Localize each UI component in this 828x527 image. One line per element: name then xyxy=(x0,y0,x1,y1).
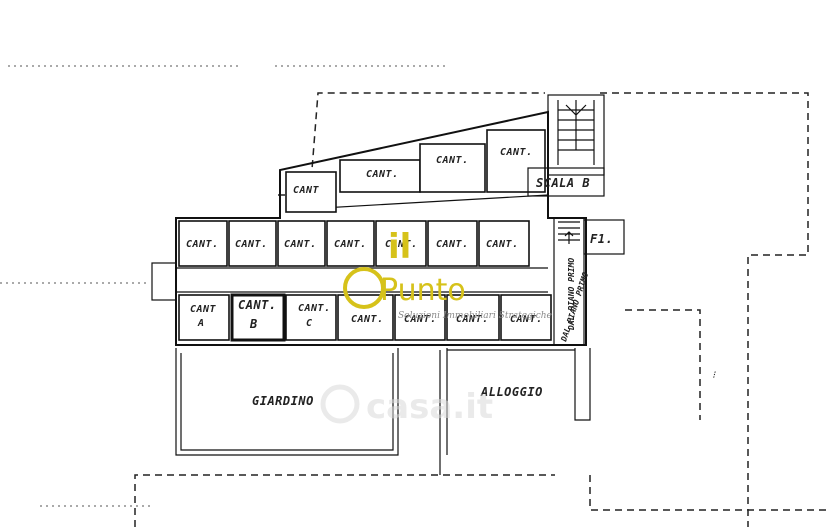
cantina-row2-2-sub: B xyxy=(249,317,258,331)
staircase-b-steps xyxy=(557,100,595,165)
cantina-row1-6-label: CANT. xyxy=(436,239,469,250)
cantina-row2-7-label: CANT. xyxy=(510,314,543,325)
cantina-row2-1-sub: A xyxy=(197,318,205,329)
building-outline xyxy=(175,110,587,346)
cantina-row1-5-label: CANT. xyxy=(385,239,418,250)
cantina-row2-3-sub: C xyxy=(306,318,313,329)
property-boundary-right xyxy=(625,309,701,420)
cantina-row1-7 xyxy=(478,220,530,267)
cantina-row2-7 xyxy=(500,294,552,341)
top-cantine-group: CANT CANT. CANT. CANT. xyxy=(285,129,546,213)
giardino-label: GIARDINO xyxy=(252,394,314,408)
cantina-row2-5 xyxy=(394,294,446,341)
cantina-row2-5-label: CANT. xyxy=(404,314,437,325)
row2-cantine-group: CANT A CANT. B CANT. C CANT. CANT. CANT.… xyxy=(178,293,552,342)
cantina-row1-3 xyxy=(277,220,326,267)
cantina-row2-1 xyxy=(178,294,230,341)
cantina-row2-6-label: CANT. xyxy=(456,314,489,325)
cantina-top-2 xyxy=(339,159,421,193)
cantina-row1-4-label: CANT. xyxy=(334,239,367,250)
cantina-row1-4 xyxy=(326,220,375,267)
logo-main-text: Punto xyxy=(380,273,466,308)
cantina-top-4 xyxy=(486,129,546,193)
staircase-b: SCALA B xyxy=(527,94,605,197)
f1-label: F1. xyxy=(590,232,613,246)
logo-top-text: il xyxy=(388,227,411,267)
left-niche xyxy=(151,262,177,301)
watermark-text: casa.it xyxy=(366,387,493,427)
watermark-icon xyxy=(320,384,360,424)
scan-mark: ⁝ xyxy=(712,370,716,381)
cantina-row2-2 xyxy=(230,293,286,342)
cantina-row1-2 xyxy=(228,220,277,267)
cantina-row2-3-label: CANT. xyxy=(298,303,331,314)
cantina-row1-5 xyxy=(375,220,427,267)
cantina-row1-7-label: CANT. xyxy=(486,239,519,250)
staircase-b-box xyxy=(547,94,605,176)
giardino-outline xyxy=(175,348,399,456)
cantina-row1-1 xyxy=(178,220,228,267)
cantina-top-4-label: CANT. xyxy=(500,147,533,158)
lower-area: GIARDINO ALLOGGIO xyxy=(175,348,591,475)
cantina-top-1 xyxy=(285,171,337,213)
cantina-row1-6 xyxy=(427,220,478,267)
watermark: casa.it xyxy=(320,384,493,427)
property-boundary-bottom xyxy=(134,474,828,527)
cantina-row1-3-label: CANT. xyxy=(284,239,317,250)
stair-strip: DAL PIANO PRIMO DAL PIANO PRIMO xyxy=(553,217,590,346)
cantina-row2-4-label: CANT. xyxy=(351,314,384,325)
cantina-row1-2-label: CANT. xyxy=(235,239,268,250)
cantina-row2-3 xyxy=(285,294,337,341)
giardino-inner xyxy=(180,353,394,451)
scala-label-box xyxy=(527,167,605,197)
logo-sub-text: Soluzioni Immobiliari Strategiche xyxy=(398,311,552,321)
stair-strip-label: DAL PIANO PRIMO xyxy=(567,258,576,331)
cantina-top-3 xyxy=(419,143,486,193)
scala-b-label: SCALA B xyxy=(536,176,590,190)
cantina-row2-6 xyxy=(446,294,500,341)
logo-il-punto: il Punto Soluzioni Immobiliari Strategic… xyxy=(343,227,552,321)
cantina-row2-2-label: CANT. xyxy=(238,298,277,312)
logo-o-ring xyxy=(343,267,385,309)
alloggio-label: ALLOGGIO xyxy=(480,385,543,399)
alloggio-outline xyxy=(446,348,591,455)
cantina-row2-1-label: CANT xyxy=(190,304,217,315)
cantina-row2-4 xyxy=(337,294,394,341)
cantina-top-3-label: CANT. xyxy=(436,155,469,166)
cantina-top-1-label: CANT xyxy=(293,185,320,196)
cantina-row1-1-label: CANT. xyxy=(186,239,219,250)
stair-strip-steps xyxy=(558,221,580,244)
cantina-top-2-label: CANT. xyxy=(366,169,399,180)
stair-strip-box xyxy=(553,217,585,346)
row1-cantine-group: CANT. CANT. CANT. CANT. CANT. CANT. CANT… xyxy=(178,220,530,267)
